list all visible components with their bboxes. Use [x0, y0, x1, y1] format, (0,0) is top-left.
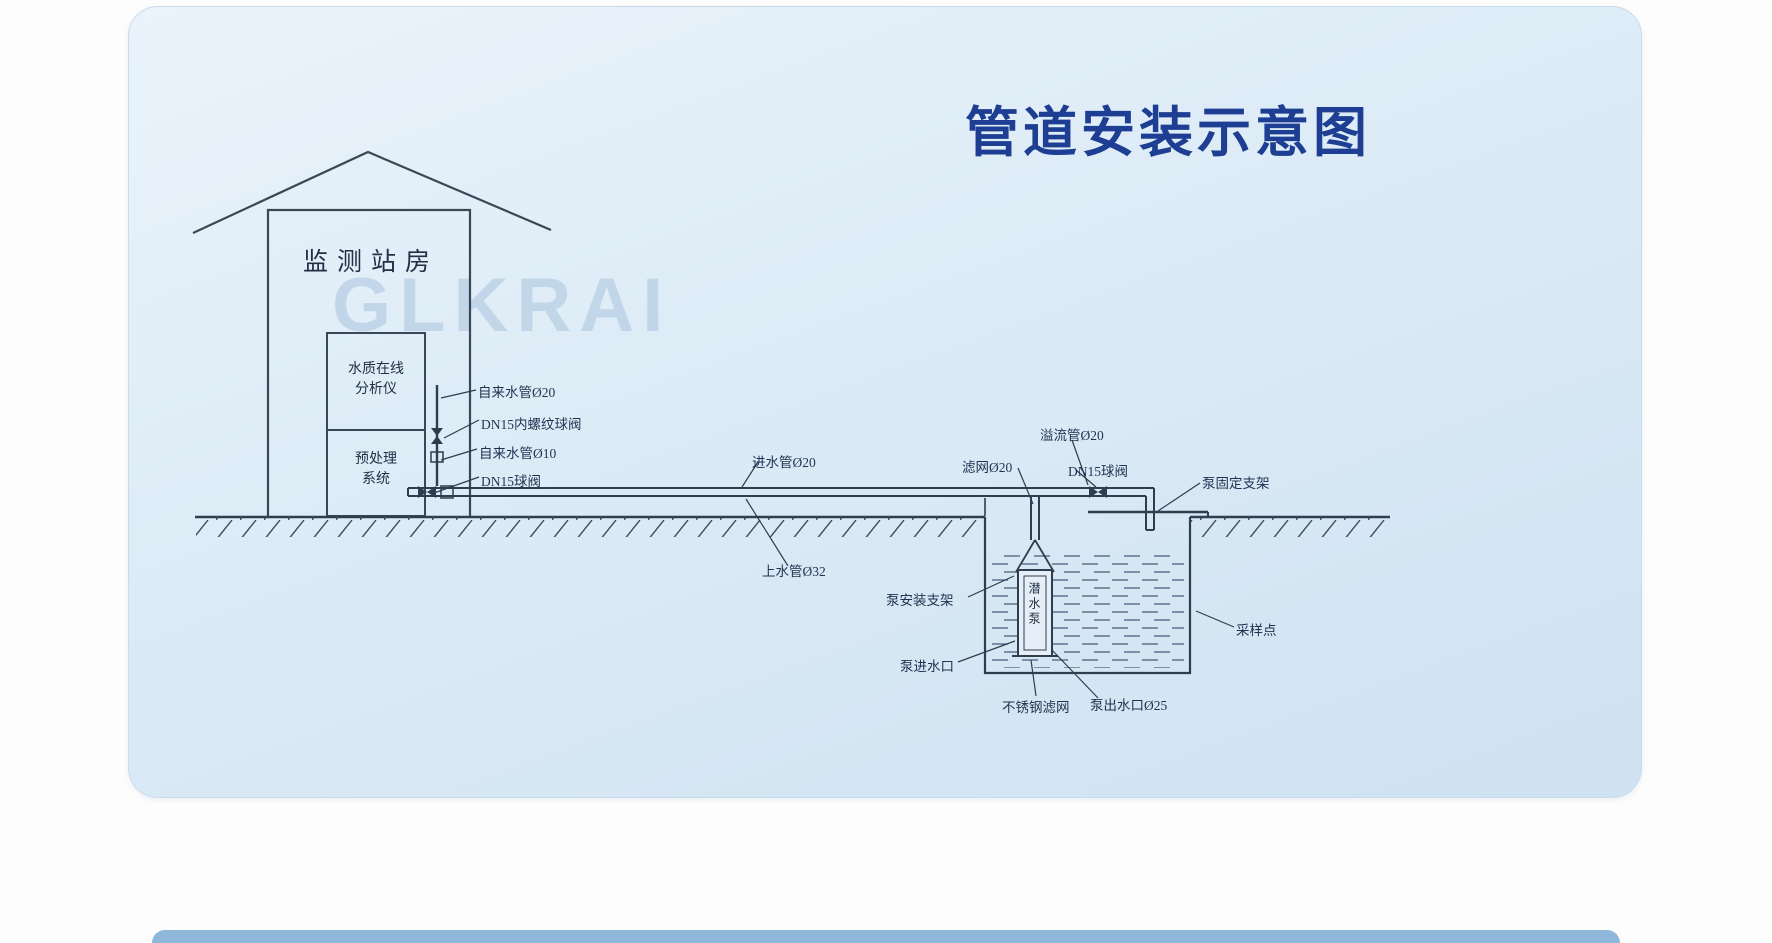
valve-right-a	[1089, 486, 1098, 498]
leader-dn15-left	[433, 476, 480, 494]
leader-tap-water-20	[440, 389, 477, 399]
leader-fixing-bracket	[1157, 482, 1201, 512]
valve-left-b	[427, 486, 436, 498]
valve-left-a	[418, 486, 427, 498]
label-tap-water-20: 自来水管Ø20	[478, 385, 556, 400]
label-pump-mounting-bracket: 泵安装支架	[886, 593, 954, 608]
analyzer-label-line1: 水质在线	[348, 362, 404, 377]
label-inlet-pipe-20: 进水管Ø20	[752, 455, 816, 470]
valve-right-b	[1098, 486, 1107, 498]
ground-hatch-right	[1190, 517, 1390, 537]
pump-bracket-left	[1015, 539, 1036, 573]
leader-mounting-bracket	[967, 575, 1015, 598]
pretreatment-label-line1: 预处理	[355, 452, 397, 467]
label-tap-water-10: 自来水管Ø10	[479, 446, 557, 461]
label-dn15-threaded-ball-valve: DN15内螺纹球阀	[481, 417, 582, 432]
sampling-pit	[983, 517, 1192, 675]
house-walls	[266, 208, 472, 517]
label-dn15-ball-valve-left: DN15球阀	[481, 474, 541, 489]
ground-hatch-left	[196, 517, 985, 537]
page-title: 管道安装示意图	[965, 103, 1371, 163]
pipe-fitting-lower	[440, 485, 454, 499]
station-house-label: 监测站房	[303, 249, 440, 276]
label-pump-inlet: 泵进水口	[900, 659, 954, 674]
leader-filter-20	[1017, 467, 1034, 505]
label-pump-fixing-bracket: 泵固定支架	[1202, 476, 1270, 491]
label-filter-20: 滤网Ø20	[962, 460, 1013, 475]
valve-threaded-top	[431, 428, 443, 436]
leader-inlet-pipe	[741, 461, 759, 488]
pipe-fitting-upper	[430, 451, 444, 463]
diagram-card	[128, 6, 1642, 798]
leader-pump-outlet	[1051, 649, 1099, 699]
label-supply-pipe-32: 上水管Ø32	[762, 564, 826, 579]
pump-bracket-right	[1034, 539, 1055, 573]
leader-tap-water-10	[440, 448, 478, 461]
next-card-edge	[152, 930, 1620, 943]
label-sampling-point: 采样点	[1236, 623, 1277, 638]
leader-ss-filter	[1030, 659, 1037, 697]
label-dn15-ball-valve-right: DN15球阀	[1068, 464, 1128, 479]
valve-threaded-bottom	[431, 436, 443, 444]
pump-inner	[1023, 575, 1047, 651]
leader-supply-pipe	[745, 498, 789, 567]
pump-label: 潜水泵	[1027, 582, 1041, 627]
leader-sampling-point	[1195, 610, 1235, 628]
label-overflow-pipe-20: 溢流管Ø20	[1040, 428, 1104, 443]
label-stainless-steel-filter: 不锈钢滤网	[1002, 700, 1070, 715]
label-pump-outlet-25: 泵出水口Ø25	[1090, 698, 1168, 713]
leader-dn15-right	[1075, 469, 1097, 488]
leader-pump-inlet	[957, 640, 1016, 663]
pretreatment-label-line2: 系统	[362, 472, 390, 487]
house-roof	[192, 150, 552, 234]
leader-dn15-threaded	[443, 419, 480, 439]
analyzer-label-line2: 分析仪	[355, 382, 397, 397]
